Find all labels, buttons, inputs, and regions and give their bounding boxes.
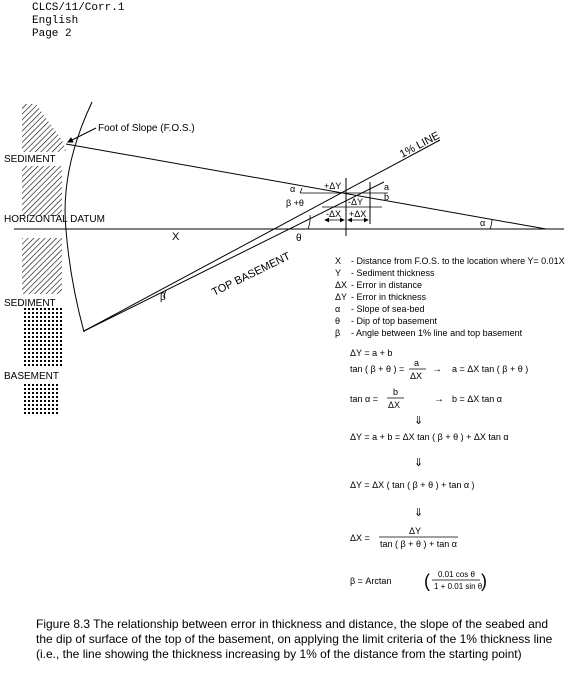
minus-dx-label: -ΔX [326, 209, 341, 219]
horizontal-datum-label: HORIZONTAL DATUM [4, 214, 105, 225]
theta-arc [307, 214, 311, 230]
basement-label: BASEMENT [4, 371, 59, 382]
legend-sym-y: Y [335, 268, 341, 278]
alpha-right-label: α [480, 218, 485, 228]
equation-6-denominator: tan ( β + θ ) + tan α [380, 539, 457, 549]
equation-7-close-paren: ) [481, 571, 487, 591]
document-code: CLCS/11/Corr.1 [32, 2, 125, 14]
legend-sym-dx: ΔX [335, 280, 347, 290]
document-header: CLCS/11/Corr.1 English Page 2 [32, 2, 124, 41]
minus-dy-label: -ΔY [348, 197, 363, 207]
equation-6-lhs: ΔX = [350, 533, 370, 543]
equations: ΔY = a + b tan ( β + θ ) = a ΔX → a = ΔX… [350, 348, 528, 591]
down-arrow-1: ⇓ [414, 415, 423, 427]
legend-desc-beta: - Angle between 1% line and top basement [351, 328, 523, 338]
equation-3-denominator: ΔX [388, 400, 400, 410]
legend-sym-x: X [335, 256, 341, 266]
foot-of-slope-label: Foot of Slope (F.O.S.) [98, 123, 195, 134]
legend-sym-theta: θ [335, 316, 340, 326]
equation-3-arrow: → [434, 394, 444, 405]
sediment-bottom-label: SEDIMENT [4, 298, 56, 309]
one-percent-line [83, 139, 441, 332]
equation-3-lhs: tan α = [350, 394, 378, 404]
sediment-hatch-mid [22, 166, 62, 216]
plus-dx-label: +ΔX [349, 209, 366, 219]
a-label: a [384, 182, 389, 192]
one-percent-line-label: 1% LINE [398, 130, 442, 161]
legend-desc-alpha: - Slope of sea-bed [351, 304, 425, 314]
alpha-top-label: α [290, 184, 295, 194]
sediment-top-label: SEDIMENT [4, 154, 56, 165]
equation-2-denominator: ΔX [410, 371, 422, 381]
continental-boundary-curve [64, 101, 93, 333]
alpha-arc-top [299, 187, 303, 194]
legend-desc-dx: - Error in distance [351, 280, 422, 290]
equation-1: ΔY = a + b [350, 348, 392, 358]
equation-3-numerator: b [393, 387, 398, 397]
legend-desc-theta: - Dip of top basement [351, 316, 438, 326]
fos-pointer [67, 127, 97, 143]
equation-4: ΔY = a + b = ΔX tan ( β + θ ) + ΔX tan α [350, 432, 509, 442]
beta-theta-label: β +θ [286, 198, 304, 208]
figure-diagram: Foot of Slope (F.O.S.) SEDIMENT HORIZONT… [4, 101, 565, 591]
b-label: b [384, 192, 389, 202]
basement-hatch [22, 384, 58, 416]
x-distance-label: X [172, 231, 180, 243]
equation-3-rhs: b = ΔX tan α [452, 394, 502, 404]
legend-sym-beta: β [335, 328, 340, 338]
equation-2-rhs: a = ΔX tan ( β + θ ) [452, 364, 528, 374]
equation-7-numerator: 0.01 cos θ [438, 570, 475, 579]
plus-dy-label: +ΔY [324, 181, 341, 191]
equation-2-lhs: tan ( β + θ ) = [350, 364, 404, 374]
legend-desc-x: - Distance from F.O.S. to the location w… [351, 256, 565, 266]
equation-2-arrow: → [432, 364, 442, 375]
equation-5: ΔY = ΔX ( tan ( β + θ ) + tan α ) [350, 480, 475, 490]
top-basement-label: TOP BASEMENT [210, 250, 293, 299]
legend-desc-dy: - Error in thickness [351, 292, 427, 302]
equation-7-lhs: β = Arctan [350, 576, 391, 586]
sediment-hatch-bottom [22, 308, 62, 368]
down-arrow-3: ⇓ [414, 507, 423, 519]
equation-7-open-paren: ( [424, 571, 430, 591]
equation-6-numerator: ΔY [409, 526, 421, 536]
page-number: Page 2 [32, 28, 72, 40]
sediment-hatch-low [22, 238, 62, 294]
sediment-hatch-upper [22, 104, 66, 152]
beta-arc [163, 289, 167, 299]
legend-desc-y: - Sediment thickness [351, 268, 435, 278]
legend-sym-alpha: α [335, 304, 340, 314]
equation-7-denominator: 1 + 0.01 sin θ [434, 582, 483, 591]
equation-2-numerator: a [414, 358, 419, 368]
document-language: English [32, 15, 79, 27]
figure-caption: Figure 8.3 The relationship between erro… [36, 617, 553, 661]
alpha-arc-right [489, 218, 493, 230]
seabed-line [65, 143, 547, 230]
theta-label: θ [296, 233, 302, 244]
legend: X - Distance from F.O.S. to the location… [335, 256, 565, 338]
legend-sym-dy: ΔY [335, 292, 347, 302]
down-arrow-2: ⇓ [414, 457, 423, 469]
beta-label: β [160, 292, 166, 303]
